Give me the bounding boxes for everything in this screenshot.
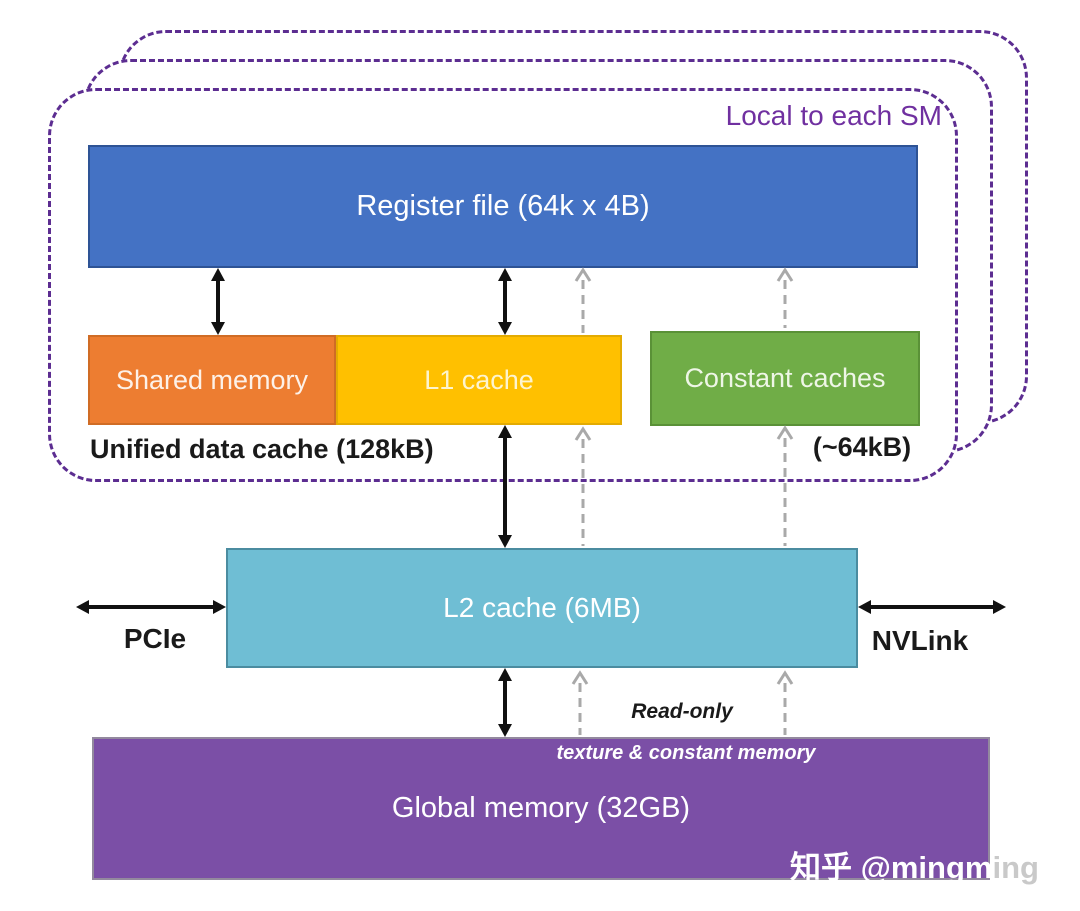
global-memory-label: Global memory (32GB) bbox=[391, 792, 691, 824]
constant-cache-size-label: (~64kB) bbox=[812, 432, 912, 462]
watermark: 知乎 @mingming bbox=[790, 842, 1039, 887]
watermark-main: 知乎 @mingm bbox=[790, 850, 993, 885]
shared-memory-label: Shared memory bbox=[115, 364, 309, 395]
constant-caches-label: Constant caches bbox=[684, 363, 886, 393]
global-memory-block: Global memory (32GB) bbox=[92, 737, 990, 880]
l2-cache-label: L2 cache (6MB) bbox=[443, 592, 641, 623]
shared-memory-block: Shared memory bbox=[88, 335, 336, 425]
arrow-pcie-icon bbox=[76, 600, 226, 614]
register-file-block: Register file (64k x 4B) bbox=[88, 145, 918, 268]
nvlink-label: NVLink bbox=[871, 625, 969, 656]
local-to-each-sm-label: Local to each SM bbox=[725, 100, 942, 131]
arrow-nvlink-icon bbox=[858, 600, 1006, 614]
l1-cache-label: L1 cache bbox=[424, 364, 534, 395]
constant-caches-block: Constant caches bbox=[650, 331, 920, 426]
texture-constant-memory-label: texture & constant memory bbox=[556, 742, 816, 764]
l1-cache-block: L1 cache bbox=[336, 335, 622, 425]
watermark-tail: ing bbox=[992, 850, 1039, 885]
read-only-label: Read-only bbox=[631, 700, 733, 723]
register-file-label: Register file (64k x 4B) bbox=[356, 190, 650, 222]
l2-cache-block: L2 cache (6MB) bbox=[226, 548, 858, 668]
arrow-l2-global-icon bbox=[498, 668, 512, 737]
pcie-label: PCIe bbox=[123, 623, 187, 654]
unified-data-cache-label: Unified data cache (128kB) bbox=[90, 434, 434, 464]
